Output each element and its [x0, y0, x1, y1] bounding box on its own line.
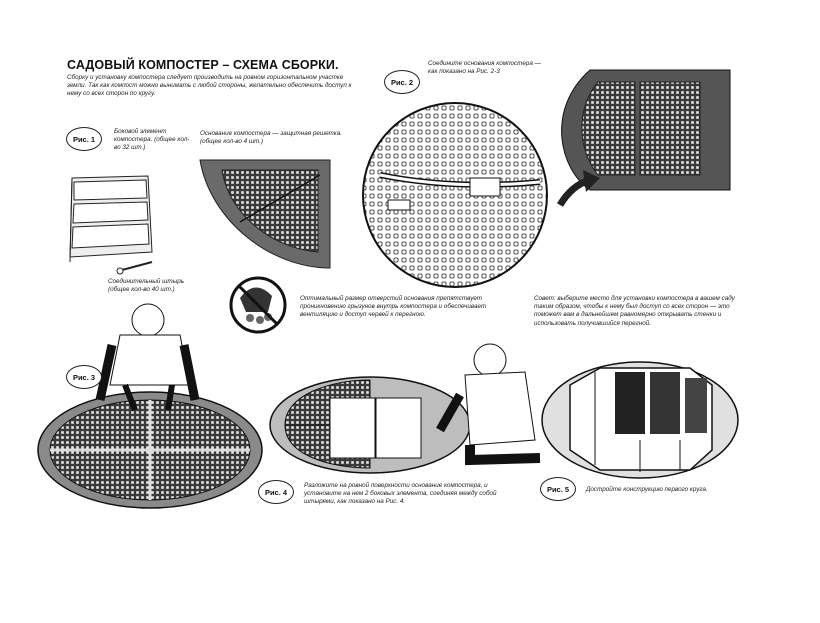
- fig2-caption: Соедините основания компостера — как пок…: [428, 60, 541, 76]
- fig1-badge: Рис. 1: [66, 127, 102, 151]
- fig5-caption: Достройте конструкцию первого круга.: [586, 486, 708, 493]
- fig3-drawing: [37, 303, 263, 509]
- pin-caption: Соединительный штырь (общее кол-во 40 шт…: [108, 278, 185, 294]
- side-element-drawing: [69, 175, 153, 263]
- fig4-badge: Рис. 4: [258, 480, 294, 504]
- fig2-badge: Рис. 2: [384, 70, 420, 94]
- fig3-badge: Рис. 3: [66, 365, 102, 389]
- advice-note: Совет: выберите место для установки комп…: [534, 295, 735, 327]
- page-title: САДОВЫЙ КОМПОСТЕР – СХЕМА СБОРКИ.: [67, 58, 339, 72]
- fig4-drawing: [269, 343, 541, 474]
- curved-arrow-icon: [556, 170, 600, 207]
- half-base-drawing: [561, 69, 731, 191]
- base-quarter-drawing: [199, 159, 331, 269]
- no-rodents-icon: [229, 276, 287, 334]
- fig5-badge: Рис. 5: [540, 477, 576, 501]
- intro-text: Сборку и установку компостера следует пр…: [67, 74, 352, 98]
- side-element-caption: Боковой элемент компостера. (общее кол-в…: [114, 128, 190, 152]
- fig4-caption: Разложите на ровной поверхности основани…: [304, 482, 497, 506]
- connection-detail-drawing: [362, 102, 548, 288]
- pin-drawing: [116, 261, 153, 275]
- base-caption: Основание компостера — защитная решетка.…: [200, 130, 343, 146]
- optimal-holes-note: Оптимальный размер отверстий основания п…: [300, 295, 487, 319]
- fig5-drawing: [541, 361, 739, 479]
